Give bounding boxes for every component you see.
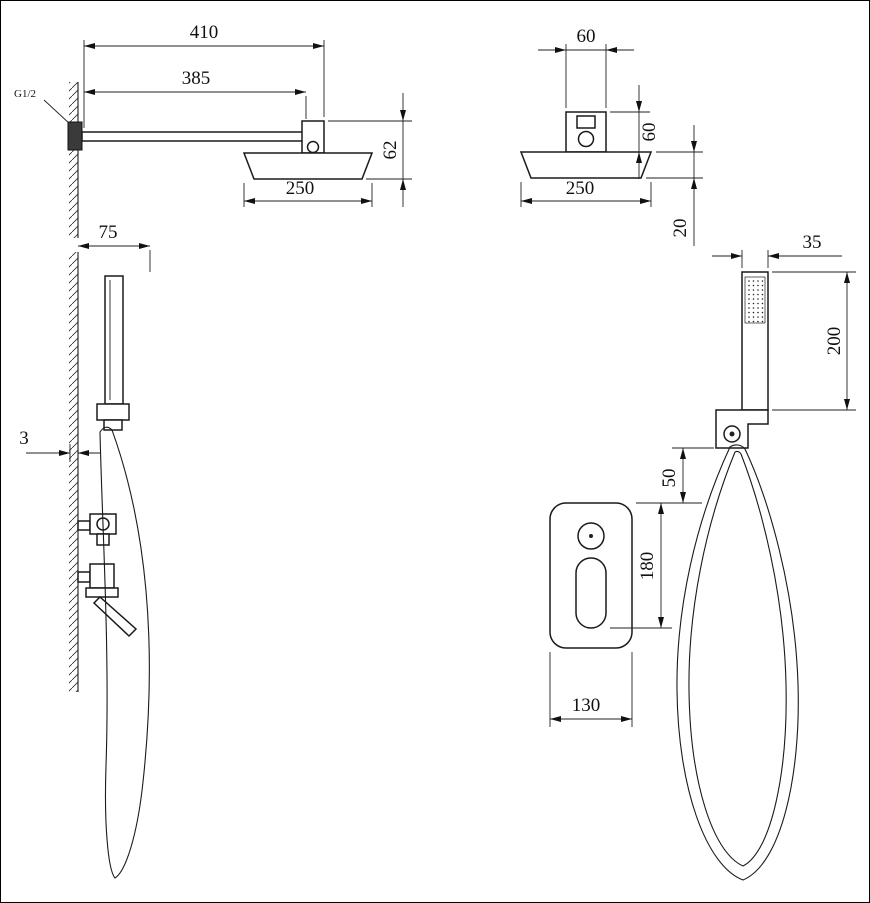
shower-arm <box>81 131 313 142</box>
dim-200: 200 <box>772 271 856 411</box>
dim-label-250-side: 250 <box>286 178 315 199</box>
wall-flange <box>67 121 83 151</box>
dim-180: 180 <box>610 503 672 629</box>
dim-385: 385 <box>84 68 307 119</box>
mixer-plate <box>549 502 633 649</box>
hose-loop-inner <box>688 450 787 867</box>
dim-label-35: 35 <box>803 232 822 253</box>
valve-handle-stem <box>77 571 91 583</box>
dim-label-3: 3 <box>19 428 29 449</box>
hose-outlet-center <box>729 431 735 437</box>
thread-size-label: G1/2 <box>14 88 36 100</box>
mixer-diverter <box>577 522 605 550</box>
dim-label-62: 62 <box>380 141 401 160</box>
dim-3: 3 <box>19 428 100 462</box>
dim-label-50: 50 <box>659 469 680 488</box>
dim-130: 130 <box>549 652 633 727</box>
hose-nut-side <box>103 419 123 431</box>
dim-label-60-height: 60 <box>639 123 660 142</box>
mixer-diverter-center <box>589 534 593 538</box>
dim-62: 62 <box>328 93 412 207</box>
thread-leader-line <box>43 99 71 125</box>
dim-60-width: 60 <box>538 26 634 108</box>
dim-label-20: 20 <box>670 219 691 238</box>
hose-loop-outer <box>676 444 799 881</box>
mixer-valve-side <box>77 513 138 638</box>
dim-60-height: 60 <box>610 85 660 179</box>
hand-shower-side <box>104 275 124 405</box>
view-hand-shower-side: 75 3 <box>19 222 151 879</box>
wall-hatching-lower <box>69 252 78 692</box>
view-rain-shower-front: 60 60 250 20 <box>519 26 703 246</box>
shower-holder-side <box>96 403 130 421</box>
wall-hatching <box>69 82 78 238</box>
shower-head-front <box>519 151 653 179</box>
view-hand-shower-front: 35 200 50 180 130 <box>549 232 856 881</box>
shower-head-side <box>242 152 374 180</box>
dim-410: 410 <box>83 22 325 128</box>
dim-20: 20 <box>646 125 703 246</box>
valve-elbow-stem <box>77 520 91 531</box>
dim-label-130: 130 <box>572 695 601 716</box>
valve-handle-body <box>89 563 115 589</box>
dim-75: 75 <box>78 222 151 272</box>
mixer-lever <box>575 557 607 629</box>
connector-inner-detail <box>576 115 596 129</box>
spray-face <box>744 276 766 324</box>
dim-250-side: 250 <box>243 178 373 207</box>
dim-label-200: 200 <box>824 327 845 356</box>
view-rain-shower-side: G1/2 410 385 250 <box>14 22 412 238</box>
shower-hose-side <box>99 426 150 879</box>
dim-label-180: 180 <box>637 552 658 581</box>
dim-label-60-width: 60 <box>577 26 596 47</box>
hose-outlet <box>723 425 741 443</box>
shower-bracket-front <box>715 409 769 449</box>
dim-label-250-front: 250 <box>566 178 595 199</box>
dim-label-75: 75 <box>99 222 118 243</box>
connector-nut <box>577 130 595 148</box>
dim-250-front: 250 <box>520 178 652 207</box>
dim-35: 35 <box>712 232 842 268</box>
valve-base-plate <box>85 587 119 598</box>
arm-connector <box>301 120 325 154</box>
dim-50: 50 <box>636 447 714 504</box>
dim-label-410: 410 <box>190 22 219 43</box>
dim-label-385: 385 <box>182 68 211 89</box>
valve-lever-side <box>92 595 138 638</box>
